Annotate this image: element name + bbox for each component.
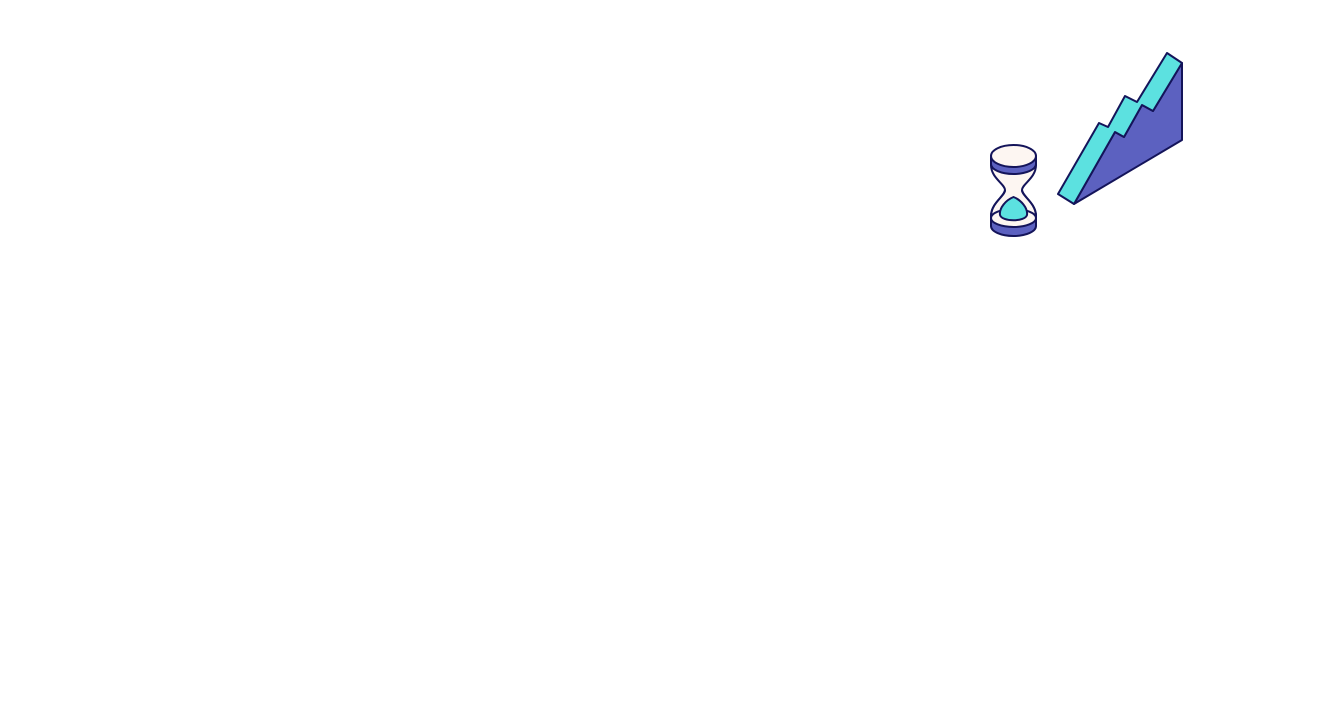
rising-chart-icon <box>1057 52 1183 205</box>
hourglass-icon <box>990 144 1037 237</box>
